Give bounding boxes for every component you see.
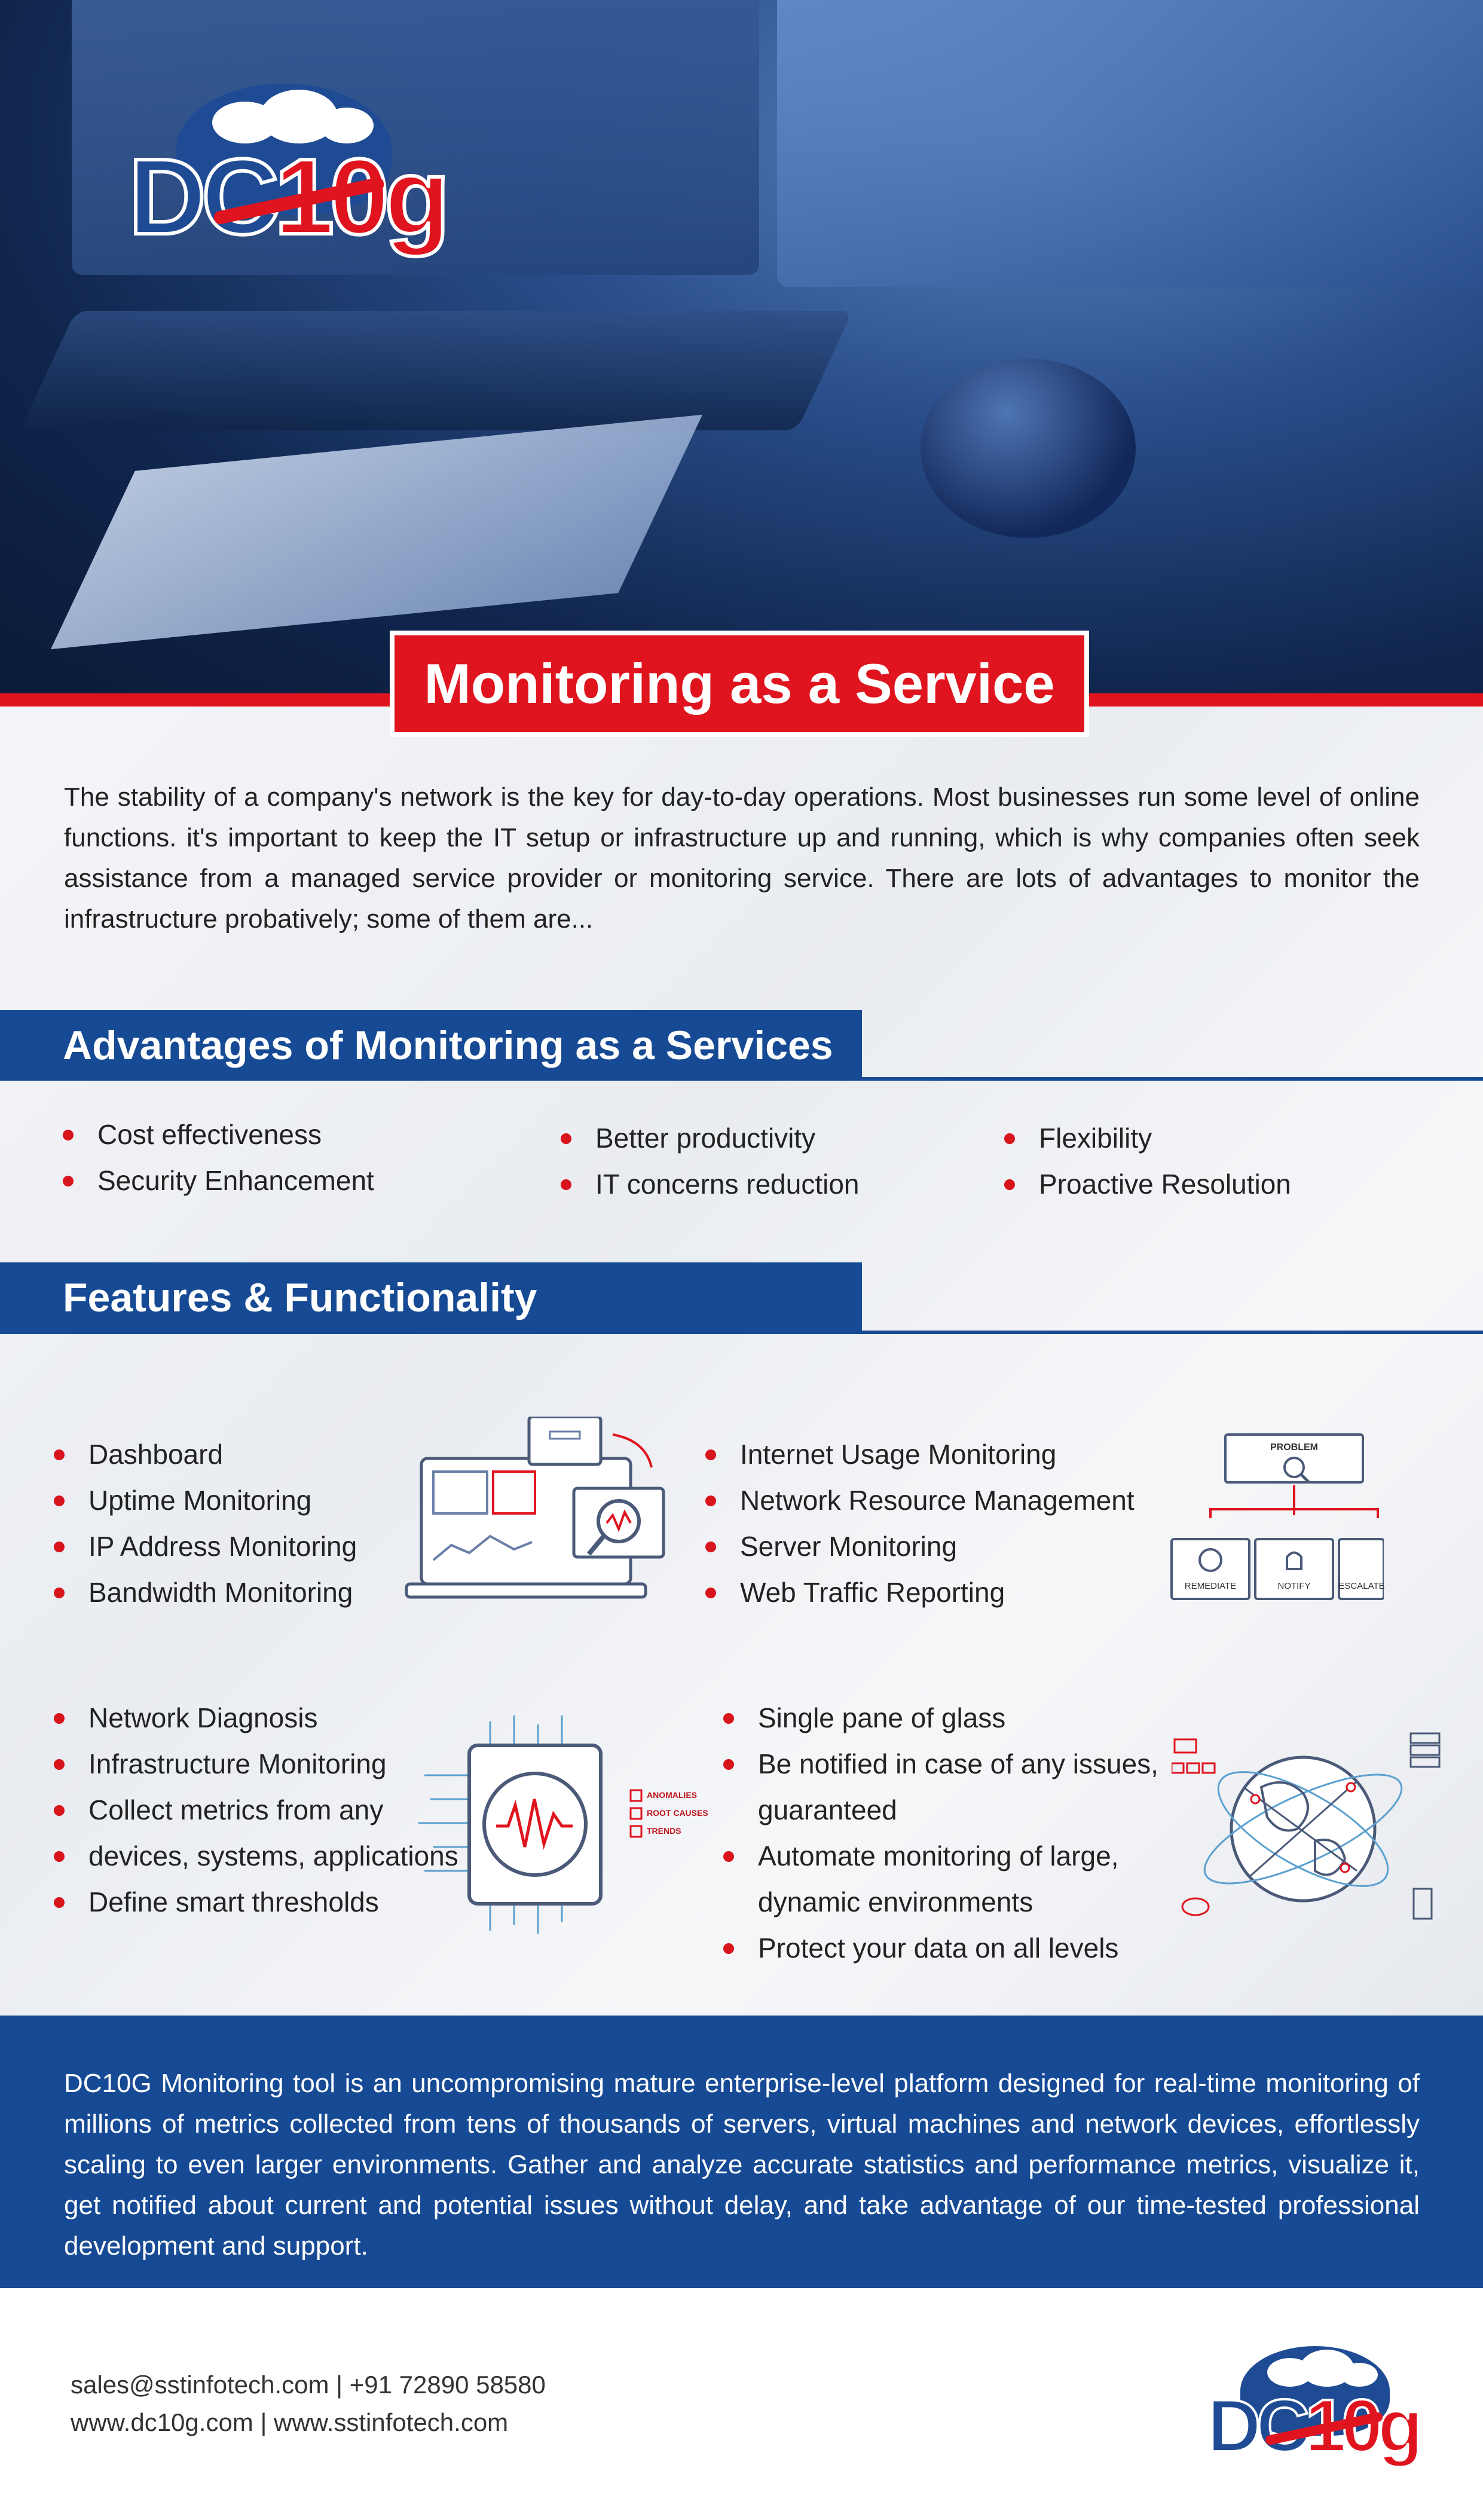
list-item: Dashboard (54, 1432, 357, 1478)
anomalies-label: ANOMALIES (647, 1790, 697, 1800)
list-item: Automate monitoring of large, (723, 1833, 1158, 1879)
list-item: Web Traffic Reporting (705, 1570, 1135, 1616)
logo-bottom: DC10g (1204, 2346, 1432, 2484)
list-item: Network Resource Management (705, 1478, 1135, 1524)
features-heading: Features & Functionality (63, 1275, 537, 1320)
list-item: Bandwidth Monitoring (54, 1570, 357, 1616)
list-item: Define smart thresholds (54, 1879, 458, 1925)
logo-text: DC10g (1206, 2385, 1424, 2467)
advantages-rule (0, 1077, 1483, 1081)
list-item: Better productivity (561, 1115, 860, 1161)
advantages-heading-bar: Advantages of Monitoring as a Services (0, 1010, 862, 1081)
advantages-col1: Cost effectiveness Security Enhancement (63, 1112, 374, 1204)
list-item: Flexibility (1004, 1115, 1291, 1161)
contact-line-1: sales@sstinfotech.com | +91 72890 58580 (71, 2371, 546, 2399)
advantages-col2: Better productivity IT concerns reductio… (561, 1115, 860, 1207)
features-group2: Internet Usage Monitoring Network Resour… (705, 1432, 1135, 1616)
features-heading-bar: Features & Functionality (0, 1262, 862, 1333)
page-title-banner: Monitoring as a Service (390, 631, 1089, 737)
list-item: Collect metrics from any (54, 1787, 458, 1833)
features-group3: Network Diagnosis Infrastructure Monitor… (54, 1695, 458, 1925)
keyboard-shape (20, 311, 853, 430)
list-item: IT concerns reduction (561, 1161, 860, 1207)
advantages-col3: Flexibility Proactive Resolution (1004, 1115, 1291, 1207)
features-rule (0, 1331, 1483, 1334)
list-item: Internet Usage Monitoring (705, 1432, 1135, 1478)
mouse-shape (921, 359, 1136, 538)
contact-line-2: www.dc10g.com | www.sstinfotech.com (71, 2408, 509, 2436)
list-item: Protect your data on all levels (723, 1925, 1158, 1971)
remediate-label: REMEDIATE (1184, 1581, 1237, 1591)
content-background (0, 707, 1483, 2016)
features-group4: Single pane of glass Be notified in case… (723, 1695, 1158, 1971)
list-item: Single pane of glass (723, 1695, 1158, 1741)
list-item: Security Enhancement (63, 1158, 374, 1204)
problem-label: PROBLEM (1270, 1442, 1318, 1452)
list-item-continuation: dynamic environments (758, 1886, 1033, 1917)
list-item: Be notified in case of any issues, (723, 1741, 1158, 1787)
dashboard-illustration (405, 1417, 665, 1599)
summary-paragraph: DC10G Monitoring tool is an uncompromisi… (64, 2069, 1420, 2261)
chip-diagram: ANOMALIES ROOT CAUSES TRENDS (412, 1709, 711, 1937)
advantages-heading: Advantages of Monitoring as a Services (63, 1023, 833, 1068)
monitor-shape (777, 0, 1483, 287)
list-item: IP Address Monitoring (54, 1524, 357, 1570)
paper-shape (50, 414, 703, 650)
list-item: Network Diagnosis (54, 1695, 458, 1741)
features-group1: Dashboard Uptime Monitoring IP Address M… (54, 1432, 357, 1616)
logo-top: DC10g (123, 84, 457, 263)
root-causes-label: ROOT CAUSES (647, 1808, 708, 1818)
list-item: devices, systems, applications (54, 1833, 458, 1879)
intro-paragraph: The stability of a company's network is … (64, 782, 1420, 934)
globe-network-illustration (1172, 1732, 1441, 1920)
notify-label: NOTIFY (1277, 1581, 1311, 1591)
logo-text: DC10g (127, 137, 452, 257)
list-item: Proactive Resolution (1004, 1161, 1291, 1207)
problem-diagram: PROBLEM REMEDIATE NOTIFY ESCALATE (1169, 1432, 1385, 1605)
list-item: Cost effectiveness (63, 1112, 374, 1158)
escalate-label: ESCALATE (1338, 1581, 1385, 1591)
hero-image (0, 0, 1483, 693)
list-item: Uptime Monitoring (54, 1478, 357, 1524)
page-title: Monitoring as a Service (424, 652, 1055, 715)
summary-band: DC10G Monitoring tool is an uncompromisi… (0, 2016, 1483, 2288)
list-item: Infrastructure Monitoring (54, 1741, 458, 1787)
list-item: Server Monitoring (705, 1524, 1135, 1570)
list-item-continuation: guaranteed (758, 1794, 897, 1825)
trends-label: TRENDS (647, 1826, 681, 1836)
